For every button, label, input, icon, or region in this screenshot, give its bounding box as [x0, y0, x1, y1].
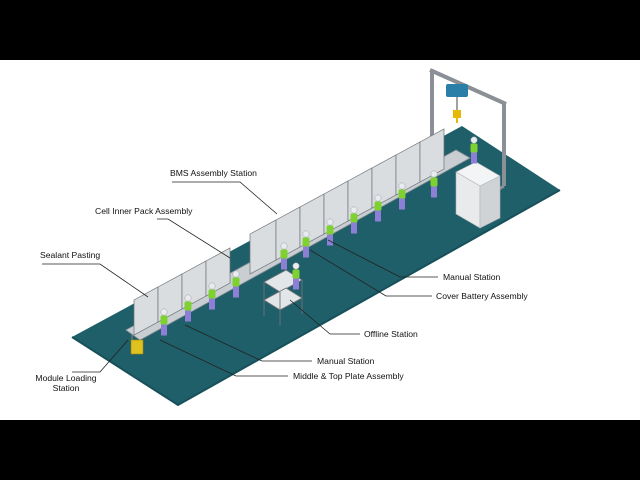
- label-cover-battery-assembly: Cover Battery Assembly: [436, 291, 528, 301]
- label-module-loading-line1: Module Loading: [35, 373, 96, 383]
- crane-hook-icon: [453, 110, 461, 123]
- label-middle-top-plate-assembly: Middle & Top Plate Assembly: [293, 371, 404, 381]
- yellow-bin-icon: [130, 339, 144, 355]
- label-bms-assembly-station: BMS Assembly Station: [170, 168, 257, 178]
- worker-icon: [208, 282, 216, 310]
- control-cabinet-icon: [455, 161, 501, 229]
- worker-icon: [160, 308, 168, 336]
- label-cell-inner-pack-assembly: Cell Inner Pack Assembly: [95, 206, 193, 216]
- factory-floor: [72, 126, 560, 405]
- worker-icon: [326, 218, 334, 246]
- workers-group: [160, 136, 478, 336]
- worker-icon: [280, 242, 288, 270]
- worker-icon: [430, 170, 438, 198]
- worker-icon: [232, 270, 240, 298]
- worker-icon: [470, 136, 478, 164]
- leader-lines: [42, 181, 438, 377]
- label-manual-station-upper: Manual Station: [443, 272, 501, 282]
- worker-icon: [302, 230, 310, 258]
- worker-icon: [350, 206, 358, 234]
- worker-icon: [184, 294, 192, 322]
- label-manual-station-lower: Manual Station: [317, 356, 375, 366]
- factory-floor-edge: [71, 189, 561, 407]
- crane-hoist-icon: [446, 84, 468, 97]
- worker-icon: [398, 182, 406, 210]
- label-module-loading-line2: Station: [53, 383, 80, 393]
- worker-icon: [292, 262, 300, 290]
- label-sealant-pasting: Sealant Pasting: [40, 250, 100, 260]
- letterbox-top: [0, 0, 640, 60]
- label-offline-station: Offline Station: [364, 329, 418, 339]
- letterbox-bottom: [0, 420, 640, 480]
- worker-icon: [374, 194, 382, 222]
